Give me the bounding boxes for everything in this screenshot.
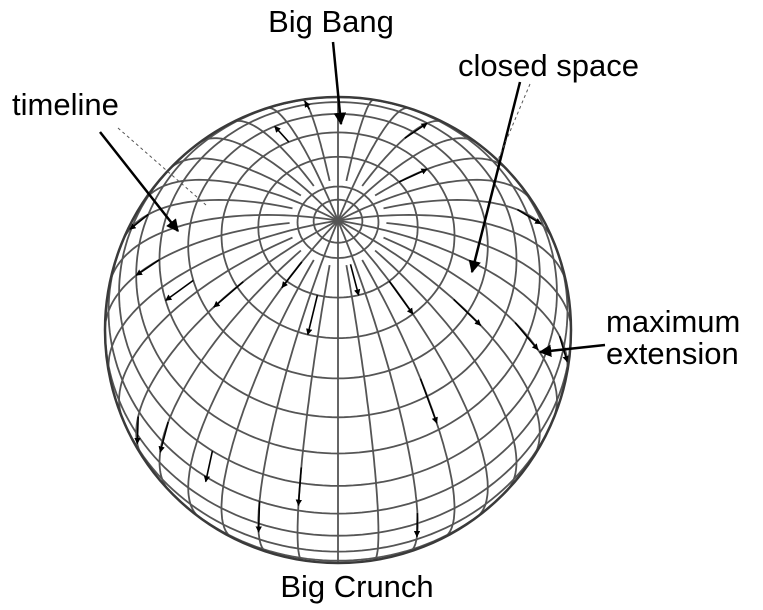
timeline-arrows: [130, 101, 568, 536]
big-crunch-label: Big Crunch: [280, 569, 433, 604]
latitude-line: [338, 418, 554, 551]
timeline-arrow: [454, 299, 481, 325]
timeline-label: timeline: [12, 87, 119, 122]
meridian-line: [338, 138, 476, 220]
timeline-arrow: [308, 295, 318, 334]
timeline-arrow: [515, 323, 538, 350]
big-bang-label: Big Bang: [268, 4, 394, 39]
timeline-arrow: [214, 282, 244, 307]
timeline-arrow: [137, 417, 138, 444]
timeline-arrow: [399, 169, 427, 182]
meridian-line: [346, 100, 373, 181]
timeline-arrow: [160, 422, 168, 452]
closed-space-label: closed space: [458, 48, 639, 83]
timeline-pointer-guide: [118, 128, 206, 205]
maximum-label: maximum: [606, 304, 740, 339]
meridian-line: [233, 121, 314, 186]
timeline-arrow: [259, 501, 260, 532]
meridian-line: [200, 138, 338, 220]
meridian-line: [302, 100, 329, 181]
meridian-line: [362, 260, 454, 537]
timeline-arrow: [420, 379, 436, 424]
timeline-arrow: [206, 451, 213, 482]
timeline-arrow: [136, 260, 159, 276]
timeline-arrow: [417, 513, 418, 537]
sphere-grid: [105, 97, 571, 563]
extension-label: extension: [606, 336, 739, 371]
timeline-arrow: [389, 281, 413, 314]
meridian-line: [222, 260, 314, 537]
timeline-arrow: [275, 126, 289, 142]
timeline-arrow: [405, 123, 427, 138]
latitude-line: [122, 418, 338, 551]
big-bang-pointer: [333, 42, 341, 124]
meridian-line: [346, 265, 378, 560]
maximum-extension-pointer: [540, 345, 605, 352]
meridian-line: [362, 121, 443, 186]
